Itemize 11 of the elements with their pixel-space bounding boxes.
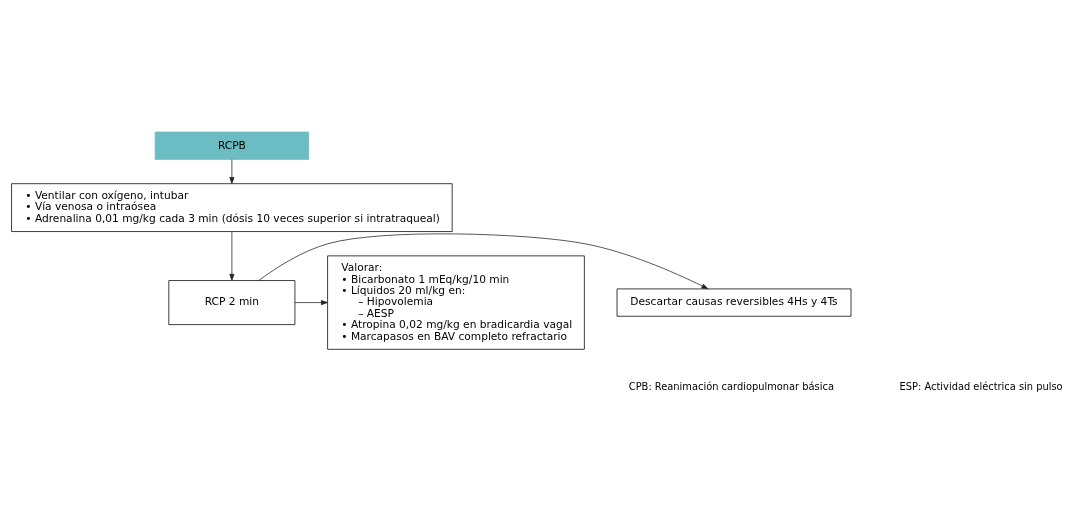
node-box: Descartar causas reversibles 4Hs y 4Ts <box>616 288 852 317</box>
label: ESP: Actividad eléctrica sin pulso <box>899 380 1063 392</box>
node-box: RCP 2 min <box>168 279 296 325</box>
node-box: • Ventilar con oxígeno, intubar • Vía venosa o intraósea • Adrenalina 0,01 mg/kg cada 3 min (dósis 10 veces superior si intratraqueal) <box>11 182 453 232</box>
arrow <box>229 158 235 184</box>
arrow <box>258 233 709 289</box>
node-box: RCPB <box>154 131 309 160</box>
arrow <box>294 299 328 305</box>
arrow <box>229 230 235 281</box>
node-box: Valorar: • Bicarbonato 1 mEq/kg/10 min • Líquidos 20 ml/kg en: – Hipovolemia – AESP • Atropina 0,02 mg/kg en bradicardia vagal • Marcapasos en BAV completo refractario <box>327 255 585 350</box>
label: CPB: Reanimación cardiopulmonar básica <box>628 380 834 392</box>
